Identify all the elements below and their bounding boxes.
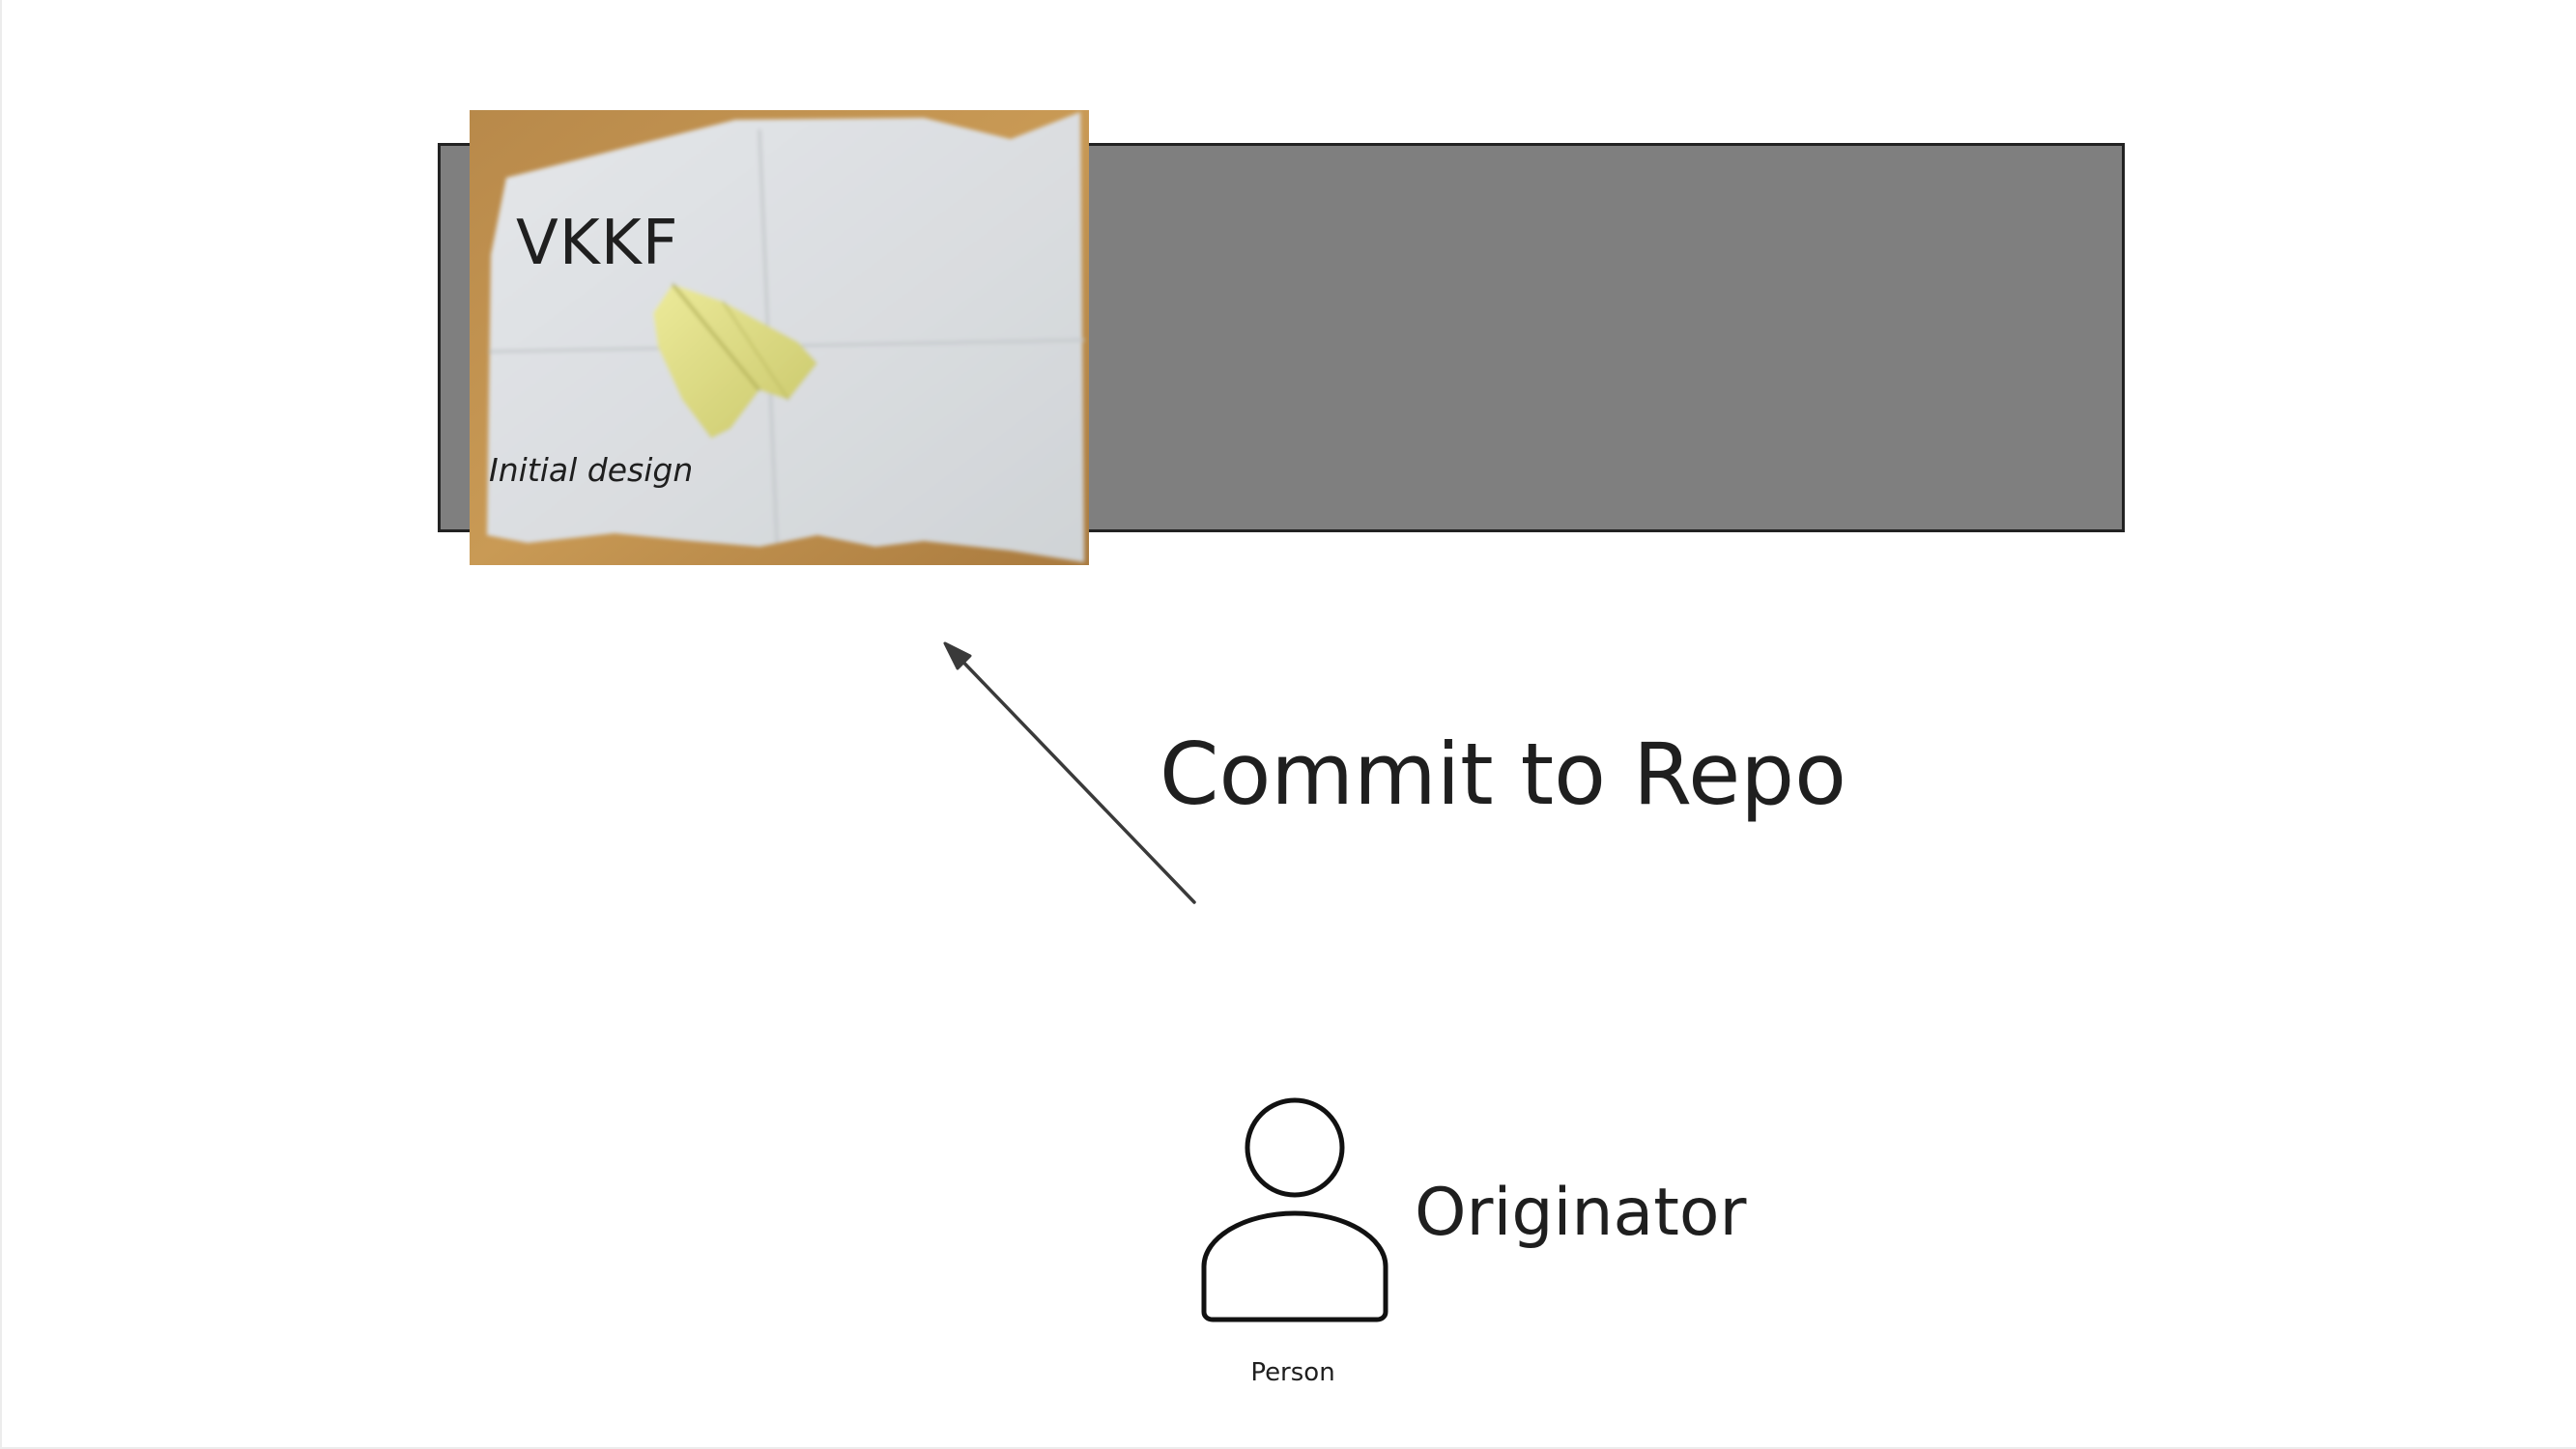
actor-name: Originator: [1415, 1175, 1747, 1251]
commit-arrow-head: [943, 641, 972, 670]
paper-airplane-photo: [470, 110, 1089, 565]
card-title: VKKF: [516, 208, 679, 279]
commit-card[interactable]: VKKF Initial design: [470, 110, 1089, 565]
commit-arrow-line: [953, 651, 1196, 904]
card-caption: Initial design: [489, 451, 694, 489]
arrow-label: Commit to Repo: [1159, 724, 1847, 824]
person-icon[interactable]: [1196, 1097, 1389, 1323]
actor-type-label: Person: [1250, 1358, 1335, 1387]
